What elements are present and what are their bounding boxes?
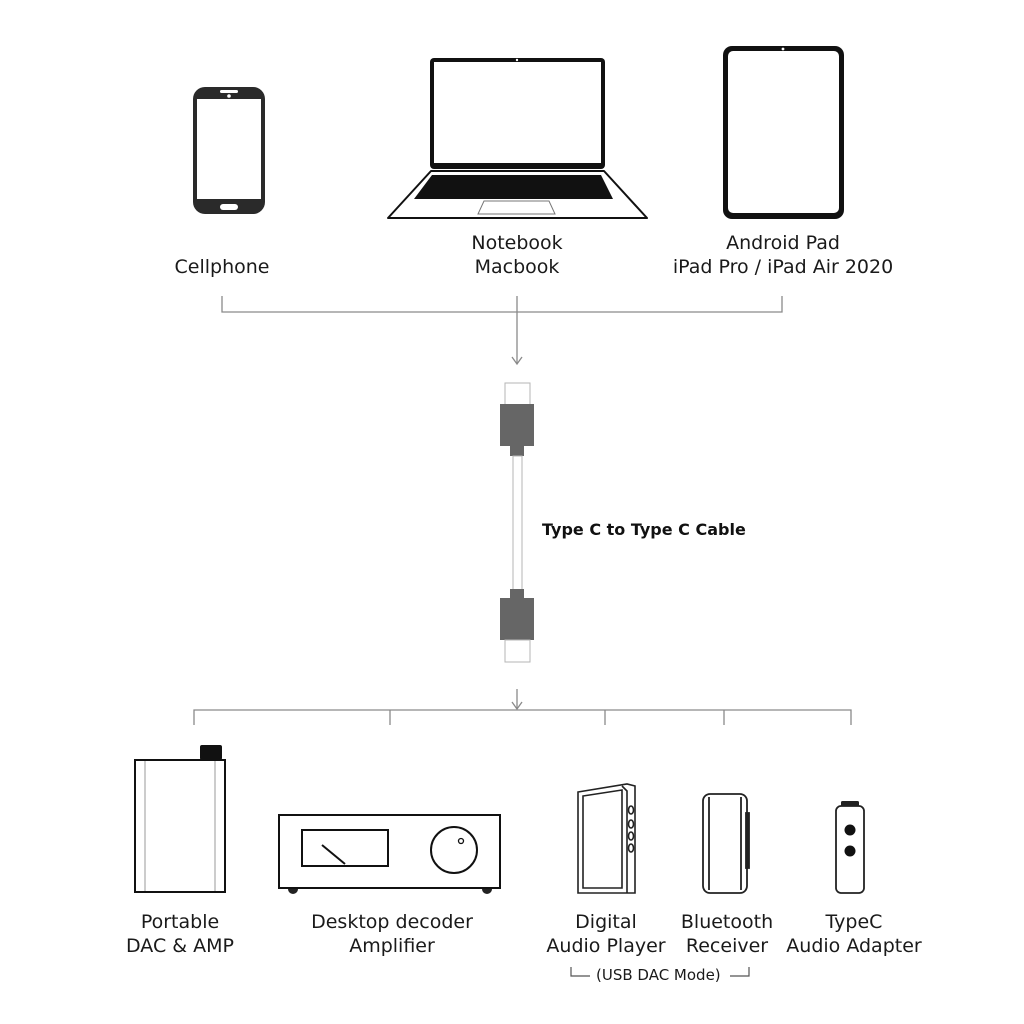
target-label-bt-receiver: Bluetooth Receiver (681, 910, 773, 958)
source-label-cellphone: Cellphone (175, 255, 270, 279)
source-label-notebook: Notebook Macbook (471, 231, 562, 279)
target-label-typec-adapter: TypeC Audio Adapter (786, 910, 921, 958)
source-connector-lines (221, 296, 783, 366)
label-line: Android Pad (726, 232, 840, 254)
label-line: Digital (575, 911, 637, 933)
portable-dac-icon (134, 745, 226, 893)
smartphone-icon (193, 87, 265, 214)
laptop-icon (387, 58, 648, 219)
desktop-amplifier-icon (278, 814, 501, 894)
label-line: Portable (140, 911, 220, 933)
label-line: DAC & AMP (126, 935, 234, 957)
audio-player-icon (577, 783, 636, 894)
target-label-portable-dac: Portable DAC & AMP (126, 910, 234, 958)
target-label-dap: Digital Audio Player (546, 910, 665, 958)
label-line: Receiver (685, 935, 769, 957)
bluetooth-receiver-icon (702, 793, 750, 894)
label-line: Cellphone (174, 256, 270, 278)
label-line: Audio Adapter (786, 935, 922, 957)
source-label-tablet: Android Pad iPad Pro / iPad Air 2020 (673, 231, 893, 279)
target-label-desktop-decoder: Desktop decoder Amplifier (311, 910, 473, 958)
label-line: Bluetooth (680, 911, 774, 933)
label-line: TypeC (825, 911, 883, 933)
label-line: iPad Pro / iPad Air 2020 (672, 256, 894, 278)
typec-adapter-icon (835, 801, 865, 894)
usb-c-cable-icon (500, 382, 534, 663)
target-connector-lines (193, 689, 852, 725)
tablet-icon (723, 46, 844, 219)
label-line: Notebook (471, 232, 563, 254)
label-line: Audio Player (546, 935, 666, 957)
label-line: Desktop decoder (311, 911, 473, 933)
label-line: Amplifier (349, 935, 435, 957)
usb-dac-mode-note: (USB DAC Mode) (596, 966, 721, 984)
label-line: Macbook (474, 256, 560, 278)
cable-label: Type C to Type C Cable (542, 520, 746, 539)
usb-dac-mode-bracket (570, 967, 750, 977)
